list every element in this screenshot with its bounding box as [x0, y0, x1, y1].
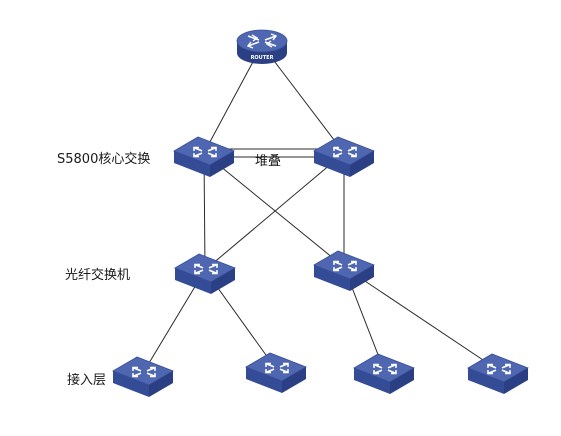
fiber-switch-right — [313, 250, 375, 291]
router-icon — [246, 33, 278, 49]
switch-icon — [487, 363, 511, 375]
router: ROUTER — [236, 29, 288, 64]
access-switch-2 — [245, 352, 307, 393]
stack-link — [224, 148, 324, 158]
stack-label: 堆叠 — [255, 154, 282, 169]
links — [142, 44, 499, 374]
access-switch-3 — [353, 353, 415, 394]
switch-icon — [265, 362, 289, 374]
switch-icon — [333, 260, 357, 272]
nodes: ROUTER — [112, 29, 529, 397]
access-layer-label: 接入层 — [67, 373, 107, 388]
access-switch-4 — [467, 353, 529, 394]
core-layer-label: S5800核心交换 — [57, 152, 151, 167]
core-switch-left — [173, 136, 235, 177]
switch-icon — [333, 146, 357, 158]
fiber-layer-label: 光纤交换机 — [65, 268, 131, 283]
core-switch-right — [313, 136, 375, 177]
link-core-switch-right-fiber-switch-left — [204, 152, 345, 271]
link-core-switch-left-fiber-switch-right — [203, 152, 345, 268]
switch-icon — [194, 263, 218, 275]
switch-icon — [373, 363, 397, 375]
switch-icon — [132, 366, 156, 378]
access-switch-1 — [112, 356, 174, 397]
switch-icon — [193, 146, 217, 158]
link-router-core-switch-right — [261, 44, 345, 154]
router-caption: ROUTER — [251, 55, 274, 61]
link-fiber-switch-right-access-switch-4 — [343, 266, 499, 371]
fiber-switch-left — [174, 253, 236, 294]
